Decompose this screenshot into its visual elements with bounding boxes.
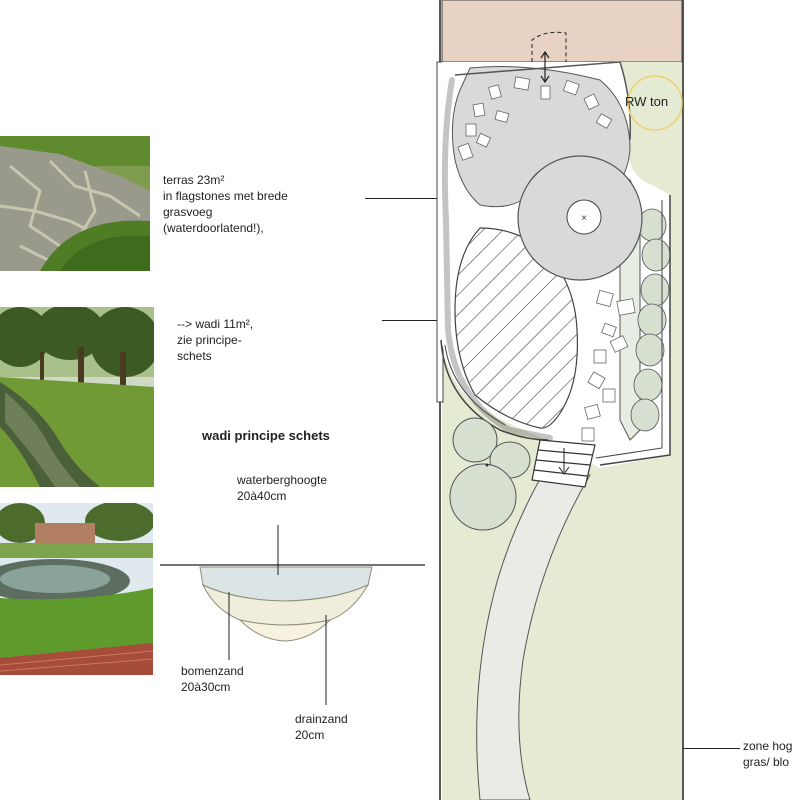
bomenzand-label: bomenzand 20à30cm	[181, 664, 244, 694]
wadi-ditch-photo	[0, 307, 154, 487]
zone-leader-line	[648, 748, 740, 749]
drainzand-label: drainzand 20cm	[295, 712, 348, 742]
rw-ton-label: RW ton	[625, 94, 669, 109]
terrace-leader-line	[365, 198, 487, 199]
wadi-annotation: --> wadi 11m², zie principe- schets	[177, 317, 254, 363]
svg-text:×: ×	[581, 213, 587, 224]
sketch-title: wadi principe schets	[202, 428, 330, 443]
wadi-leader-line	[382, 320, 482, 321]
pond-photo	[0, 503, 153, 675]
zone-label: zone hog gras/ blo	[743, 739, 793, 769]
flagstone-terrace-photo	[0, 136, 150, 271]
waterberghoogte-label: waterberghoogte 20à40cm	[237, 473, 328, 503]
terrace-annotation: terras 23m² in flagstones met brede gras…	[163, 173, 288, 235]
